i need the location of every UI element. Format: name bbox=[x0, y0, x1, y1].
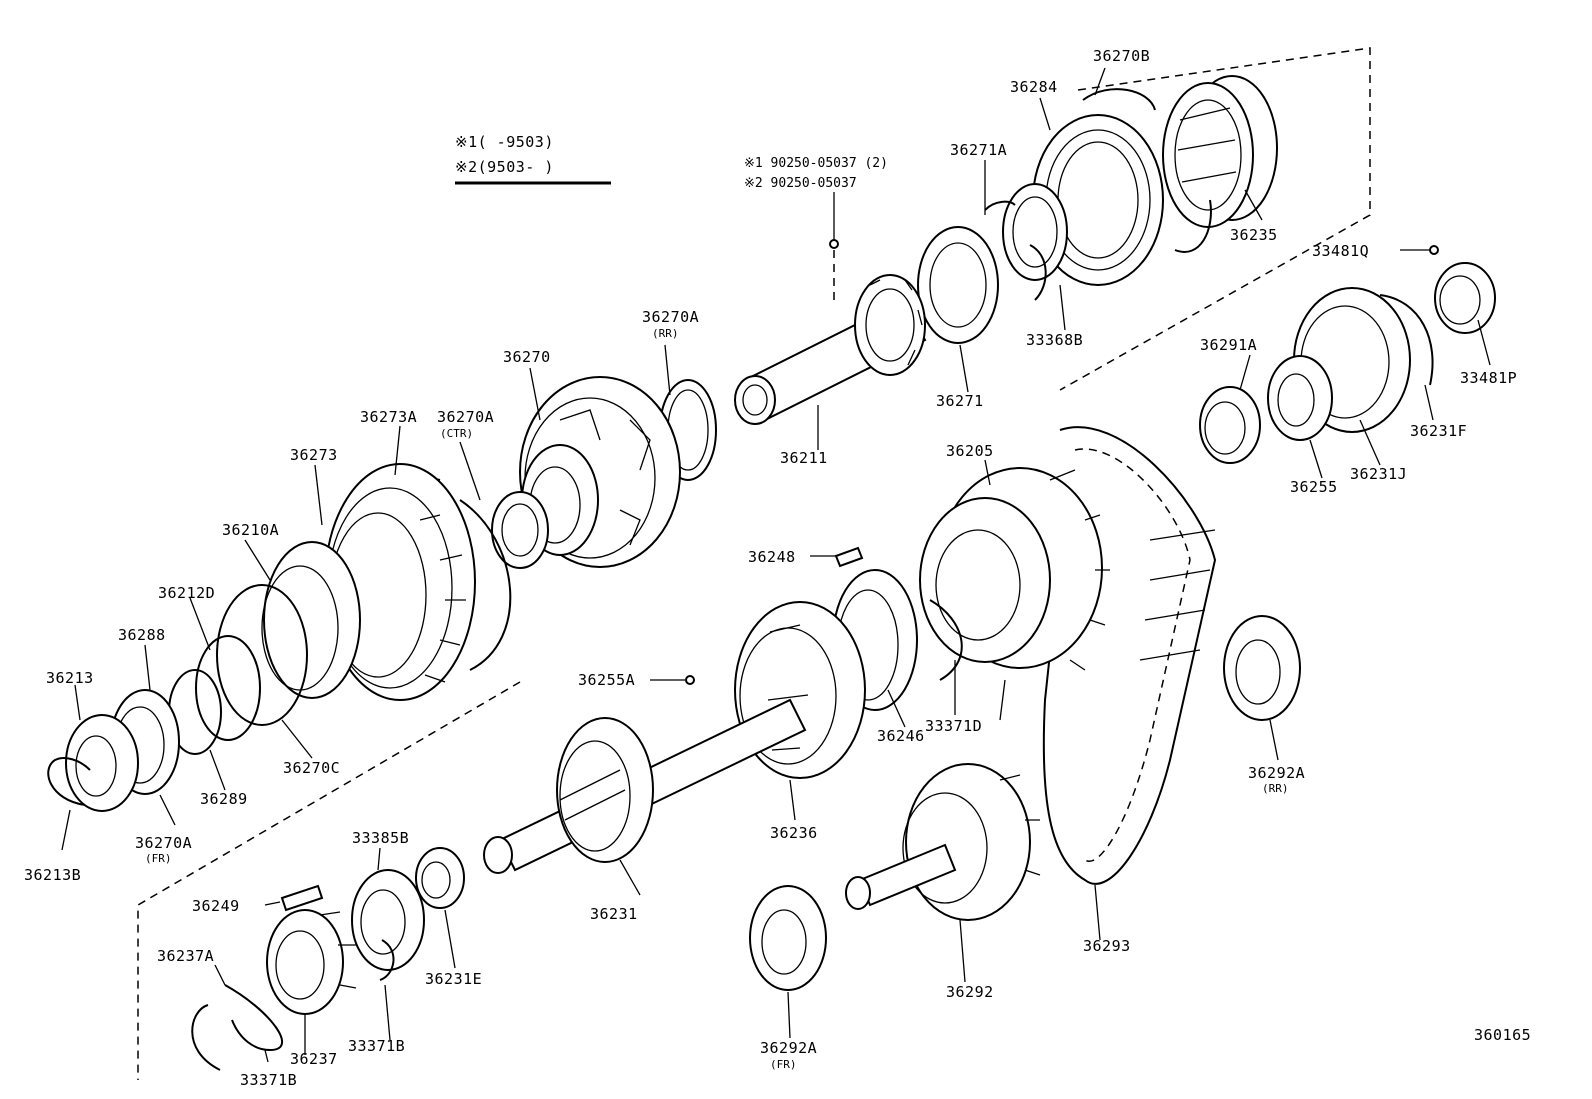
label-36273: 36273 bbox=[290, 446, 338, 464]
label-36205: 36205 bbox=[946, 442, 994, 460]
snap-ring-36213B bbox=[47, 757, 91, 806]
part-labels: 36270B 36284 36271A 36235 33481Q 33368B … bbox=[24, 47, 1531, 1089]
gear-36237 bbox=[266, 909, 344, 1015]
label-33368B: 33368B bbox=[1026, 331, 1083, 349]
snap-ring-36237A bbox=[191, 1004, 221, 1071]
label-36231J: 36231J bbox=[1350, 465, 1407, 483]
note-line1: ※1 90250-05037 (2) bbox=[744, 156, 888, 171]
ring-36270C bbox=[216, 584, 308, 726]
label-33385B: 33385B bbox=[352, 829, 409, 847]
bearing-36231E bbox=[415, 847, 465, 909]
label-36235: 36235 bbox=[1230, 226, 1278, 244]
label-36246: 36246 bbox=[877, 727, 925, 745]
label-36212D: 36212D bbox=[158, 584, 215, 602]
plug-33481Q-icon bbox=[1429, 245, 1439, 255]
label-33371D: 33371D bbox=[925, 717, 982, 735]
label-36270A-ctr-sub: (CTR) bbox=[440, 427, 473, 440]
bearing-36292A-rr bbox=[1223, 615, 1301, 721]
nut-33481P bbox=[1434, 262, 1496, 334]
label-36292A-rr: 36292A bbox=[1248, 764, 1305, 782]
label-36249: 36249 bbox=[192, 897, 240, 915]
bolt-icon bbox=[829, 239, 839, 249]
low-gear-group bbox=[191, 847, 465, 1071]
washer-33385B bbox=[351, 869, 425, 971]
ring-36270A-ctr bbox=[491, 491, 549, 569]
label-36237: 36237 bbox=[290, 1050, 338, 1068]
label-36271: 36271 bbox=[936, 392, 984, 410]
legend-line2: ※2(9503- ) bbox=[455, 158, 554, 176]
ring-36212D bbox=[195, 635, 261, 741]
boundary-lower-left bbox=[137, 681, 521, 1080]
label-36211: 36211 bbox=[780, 449, 828, 467]
label-36248: 36248 bbox=[748, 548, 796, 566]
part-36210A bbox=[263, 541, 361, 699]
label-36288: 36288 bbox=[118, 626, 166, 644]
label-33481P: 33481P bbox=[1460, 369, 1517, 387]
label-36270C: 36270C bbox=[283, 759, 340, 777]
main-shaft-group bbox=[483, 546, 963, 874]
label-33481Q: 33481Q bbox=[1312, 242, 1369, 260]
synchro-group-upper bbox=[734, 75, 1278, 425]
label-36292A-rr-sub: (RR) bbox=[1262, 782, 1289, 795]
label-36213: 36213 bbox=[46, 669, 94, 687]
label-36270A-ctr: 36270A bbox=[437, 408, 494, 426]
label-36284: 36284 bbox=[1010, 78, 1058, 96]
label-33371B-a: 33371B bbox=[348, 1037, 405, 1055]
label-36231F: 36231F bbox=[1410, 422, 1467, 440]
label-36255A: 36255A bbox=[578, 671, 635, 689]
label-36291A: 36291A bbox=[1200, 336, 1257, 354]
label-36293: 36293 bbox=[1083, 937, 1131, 955]
chain-36293 bbox=[1042, 426, 1217, 885]
label-36270A-rr-sub: (RR) bbox=[652, 327, 679, 340]
label-33371B-b: 33371B bbox=[240, 1071, 297, 1089]
key-36248 bbox=[834, 546, 864, 568]
diagram-id: 360165 bbox=[1474, 1026, 1531, 1044]
chain-group bbox=[749, 426, 1301, 991]
label-36213B: 36213B bbox=[24, 866, 81, 884]
label-36270: 36270 bbox=[503, 348, 551, 366]
sprocket-36292 bbox=[905, 763, 1031, 921]
clip-33371B-b bbox=[224, 984, 283, 1052]
label-36289: 36289 bbox=[200, 790, 248, 808]
label-36210A: 36210A bbox=[222, 521, 279, 539]
label-36231: 36231 bbox=[590, 905, 638, 923]
washer-36213 bbox=[65, 714, 139, 812]
label-36270A-fr: 36270A bbox=[135, 834, 192, 852]
bearing-36291A bbox=[1199, 386, 1261, 464]
label-36231E: 36231E bbox=[425, 970, 482, 988]
label-36270A-rr: 36270A bbox=[642, 308, 699, 326]
label-36271A: 36271A bbox=[950, 141, 1007, 159]
label-36292: 36292 bbox=[946, 983, 994, 1001]
fastener-note: ※1 90250-05037 (2) ※2 90250-05037 bbox=[744, 156, 888, 300]
label-36273A: 36273A bbox=[360, 408, 417, 426]
note-line2: ※2 90250-05037 bbox=[744, 176, 857, 191]
bearing-36292A-fr bbox=[749, 885, 827, 991]
legend-line1: ※1( -9503) bbox=[455, 133, 554, 151]
label-36255: 36255 bbox=[1290, 478, 1338, 496]
label-36236: 36236 bbox=[770, 824, 818, 842]
legend: ※1( -9503) ※2(9503- ) bbox=[455, 133, 611, 185]
clip-33371B-a bbox=[379, 939, 395, 981]
key-36249 bbox=[280, 884, 324, 912]
label-36237A: 36237A bbox=[157, 947, 214, 965]
boundary-upper-right bbox=[1059, 47, 1371, 391]
label-36292A-fr-sub: (FR) bbox=[770, 1058, 797, 1071]
planetary-group bbox=[47, 376, 717, 812]
output-bearing-group bbox=[1199, 245, 1496, 464]
label-36292A-fr: 36292A bbox=[760, 1039, 817, 1057]
label-36270A-fr-sub: (FR) bbox=[145, 852, 172, 865]
label-36270B: 36270B bbox=[1093, 47, 1150, 65]
clip-33371D bbox=[929, 599, 963, 681]
leader-lines bbox=[61, 67, 1491, 1063]
ball-36255A-icon bbox=[685, 675, 695, 685]
